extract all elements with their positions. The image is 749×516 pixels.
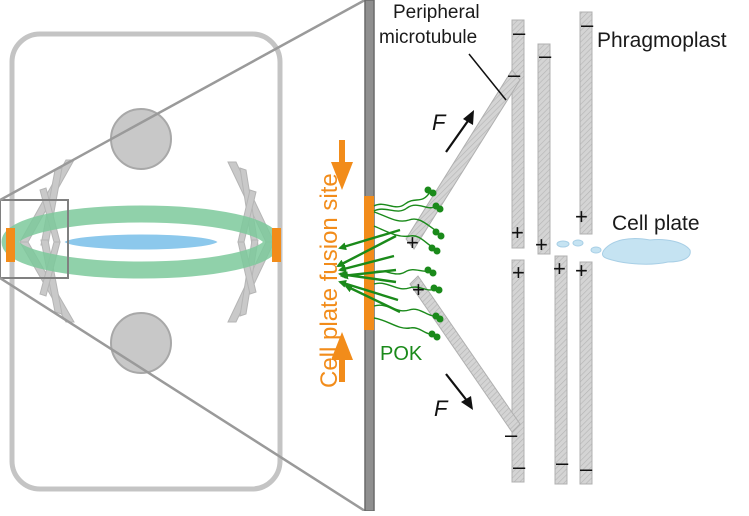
minus-sign: – [539,43,552,68]
cell-overview [0,31,283,492]
pok-heads [424,186,445,341]
minus-sign: – [556,450,569,475]
mt-col1-bottom [511,259,525,483]
cell-plate-zoom [556,237,691,265]
plus-sign: + [535,232,548,257]
label-peripheral-line2: microtubule [379,27,478,48]
peripheral-leader-line [468,53,507,101]
plus-sign: + [406,230,419,255]
minus-sign: – [508,62,521,87]
force-label-upper: F [432,110,446,135]
label-cell-plate: Cell plate [612,212,700,235]
force-arrow-lower [445,373,473,410]
force-label-lower: F [434,396,448,421]
minus-sign: – [513,20,526,45]
mt-col3-bottom [579,261,593,485]
orange-arrow-up [331,332,353,382]
plus-sign: + [575,258,588,283]
minus-sign: – [505,422,518,447]
label-fusion-site: Cell plate fusion site [316,173,343,388]
plus-sign: + [511,220,524,245]
fusion-site-left [6,228,15,262]
peripheral-mt-lower [409,275,521,433]
mt-col3-top [579,11,593,235]
mt-col1-top [511,19,525,249]
label-phragmoplast: Phragmoplast [597,29,727,52]
pok-arrows [336,228,401,314]
nucleus-top [110,108,172,170]
minus-sign: – [580,456,593,481]
minus-sign: – [513,454,526,479]
zoom-line-bottom [0,276,366,513]
plus-sign: + [412,277,425,302]
plus-sign: + [512,260,525,285]
zoom-line-top [0,0,366,202]
nucleus-bottom [110,312,172,374]
orange-arrow-down [331,140,353,190]
phragmoplast-microtubules [511,11,593,485]
force-arrow-upper [445,110,474,153]
zoom-box [0,199,69,279]
label-pok: POK [380,343,423,365]
fusion-site-right [272,228,281,262]
mt-col2-bottom [554,255,568,485]
label-peripheral-line1: Peripheral [393,2,480,23]
plus-sign: + [553,256,566,281]
minus-sign: – [581,12,594,37]
cell-plate-overview [61,231,221,253]
plus-sign: + [575,204,588,229]
mt-col2-top [537,43,551,255]
